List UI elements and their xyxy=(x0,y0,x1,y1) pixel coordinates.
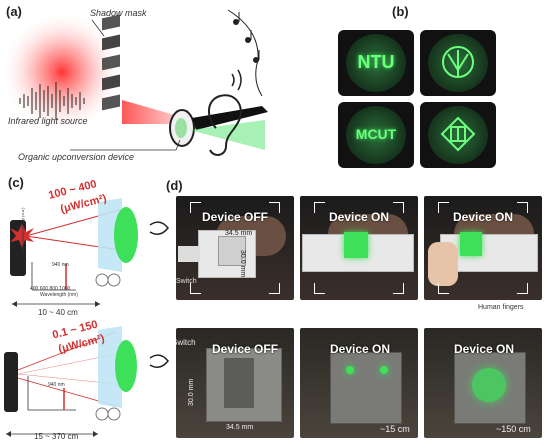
pattern-tile-mcut: MCUT xyxy=(338,102,414,168)
distance-15cm: ~15 cm xyxy=(380,424,410,434)
sound-wave-icon xyxy=(231,69,242,91)
eye-icon-bottom xyxy=(149,354,169,368)
infrared-source-label: Infrared light source xyxy=(8,116,88,126)
device-beam xyxy=(98,198,122,272)
panel-d-letter: (d) xyxy=(166,178,183,193)
green-emission xyxy=(190,120,265,150)
ear-icon xyxy=(208,94,242,156)
top-y-axis-label: Normalized intensity (a.u.) xyxy=(20,207,25,254)
infrared-glow xyxy=(0,10,124,134)
bottom-switch-label: Switch xyxy=(176,338,196,347)
photo-bottom-device-off: Device OFF Switch 30.0 mm 34.5 mm xyxy=(176,328,294,438)
panel-c-bottom-scene xyxy=(4,326,169,437)
organic-device-label: Organic upconversion device xyxy=(18,152,135,162)
bottom-device-on-label-2: Device ON xyxy=(454,342,515,356)
device-beam-bottom xyxy=(98,326,122,408)
top-distance: 10 ~ 40 cm xyxy=(38,308,78,317)
infrared-beam xyxy=(122,100,178,124)
spectrum-chart-bottom xyxy=(27,376,76,411)
pattern-tile-emblem-2 xyxy=(420,102,496,168)
bottom-distance: 15 ~ 370 cm xyxy=(34,432,79,441)
dim-width-label: 34.5 mm xyxy=(225,230,253,237)
device-on-label-2: Device ON xyxy=(452,210,514,224)
bottom-dim-height: 30.0 mm xyxy=(188,378,195,406)
music-notes-icon xyxy=(227,9,263,97)
distance-150cm: ~150 cm xyxy=(496,424,531,434)
green-screen xyxy=(114,207,138,263)
green-screen-bottom xyxy=(115,340,137,392)
panel-a-letter: (a) xyxy=(6,4,22,19)
bottom-device-on-label-1: Device ON xyxy=(330,342,391,356)
photo-bottom-device-on-150cm: Device ON ~150 cm xyxy=(424,328,542,438)
panel-c-top-scene xyxy=(10,198,169,307)
human-fingers-label: Human fingers xyxy=(478,304,524,311)
top-x-axis-label: Wavelength (nm) xyxy=(40,292,78,298)
photo-top-device-on: Device ON xyxy=(300,196,418,300)
pattern-tile-ntu: NTU xyxy=(338,30,414,96)
bottom-device-off-label: Device OFF xyxy=(212,342,279,356)
shadow-mask-stack xyxy=(102,14,120,111)
device-on-label-1: Device ON xyxy=(328,210,390,224)
bottom-dim-width: 34.5 mm xyxy=(226,424,254,431)
bottom-peak-label: 940 nm xyxy=(48,382,65,388)
photo-bottom-device-on-15cm: Device ON ~15 cm xyxy=(300,328,418,438)
pattern-tile-emblem-1 xyxy=(420,30,496,96)
photo-top-device-off: Device OFF 34.5 mm 30.0 mm Switch xyxy=(176,196,294,300)
panel-a-illustration xyxy=(0,9,268,156)
shadow-mask-label: Shadow mask xyxy=(90,8,147,18)
glasses-illustration xyxy=(169,106,268,147)
signal-waveform xyxy=(19,82,85,120)
eye-icon xyxy=(149,221,169,235)
switch-label: Switch xyxy=(176,278,197,285)
smartphone-icon-bottom xyxy=(4,352,18,412)
top-x-ticks: 400 600 800 1000 xyxy=(30,286,71,292)
device-off-label: Device OFF xyxy=(201,210,269,224)
butterfly-icon xyxy=(95,273,121,287)
flash-icon xyxy=(10,224,34,248)
top-peak-label: 940 nm xyxy=(52,262,69,268)
panel-c-letter: (c) xyxy=(8,175,24,190)
spectrum-chart xyxy=(31,262,76,291)
top-x-axis-anchor xyxy=(44,296,45,297)
panel-b-letter: (b) xyxy=(392,4,409,19)
photo-top-device-on-fingers: Device ON xyxy=(424,196,542,300)
panel-b-grid: NTU MCUT xyxy=(338,30,548,180)
butterfly-icon-bottom xyxy=(95,407,121,421)
dim-height-label: 30.0 mm xyxy=(239,250,246,278)
